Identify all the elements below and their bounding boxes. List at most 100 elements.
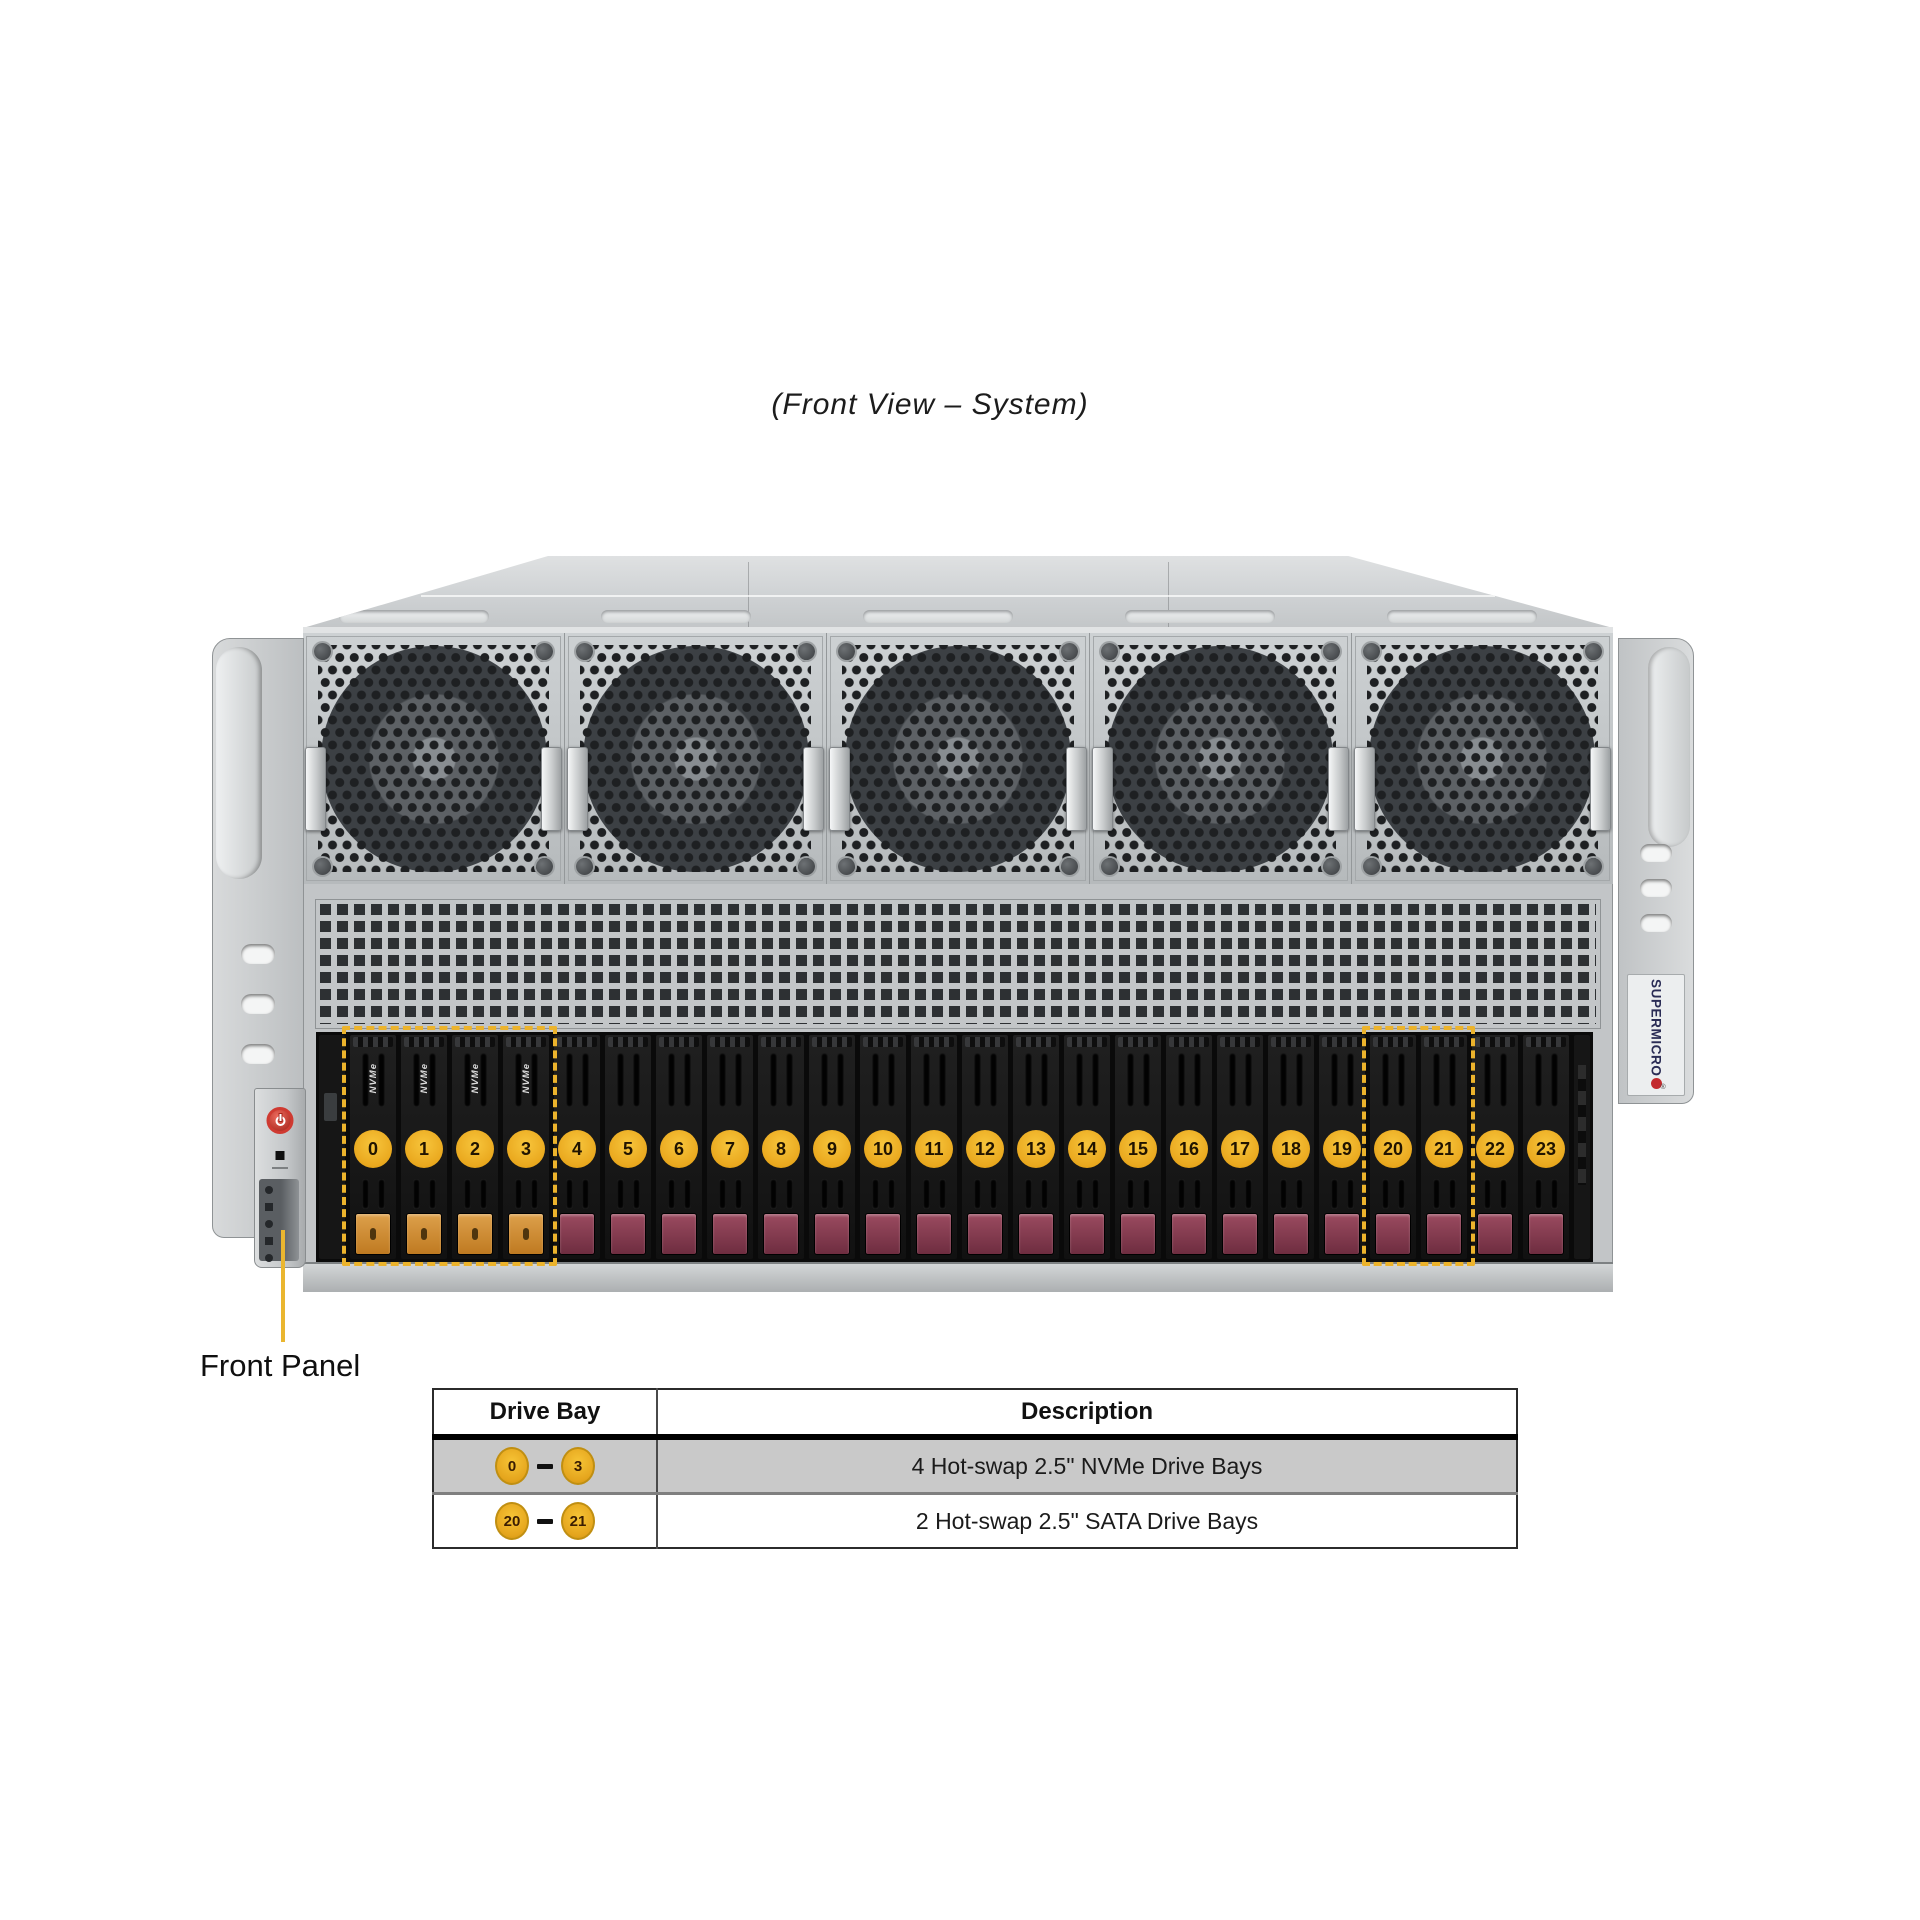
drive-bay-number-badge: 1	[405, 1130, 443, 1168]
drive-bay-number-badge: 8	[762, 1130, 800, 1168]
vent-slot	[377, 1179, 385, 1209]
vent-slot	[820, 1179, 828, 1209]
drive-bay-cap	[1373, 1037, 1413, 1047]
led-icon	[265, 1203, 273, 1211]
drive-bay-latch[interactable]	[814, 1213, 850, 1255]
reset-button[interactable]	[275, 1151, 285, 1160]
drive-bay-latch[interactable]	[1324, 1213, 1360, 1255]
power-button[interactable]	[266, 1107, 294, 1134]
drive-bay-vent-slots	[350, 1053, 396, 1107]
vent-slot	[769, 1053, 777, 1107]
vent-slot	[1397, 1179, 1405, 1209]
vent-slot	[581, 1179, 589, 1209]
vent-slot	[1432, 1053, 1440, 1107]
vent-slot	[514, 1179, 522, 1209]
drive-bay-vent-slots	[1370, 1053, 1416, 1107]
fan-module	[303, 633, 566, 884]
drive-bay-latch[interactable]	[1018, 1213, 1054, 1255]
drive-bay-vent-slots	[758, 1053, 804, 1107]
screw-icon	[798, 643, 816, 660]
vent-slot	[1075, 1179, 1083, 1209]
page-title: (Front View – System)	[771, 388, 1089, 421]
drive-bay-cap	[914, 1037, 954, 1047]
drive-bay-latch[interactable]	[1273, 1213, 1309, 1255]
vent-slot	[428, 1053, 436, 1107]
drive-bay-cap	[1016, 1037, 1056, 1047]
drive-bay: 12	[962, 1035, 1008, 1259]
drive-bay-latch[interactable]	[559, 1213, 595, 1255]
drive-bay-vent-slots	[656, 1179, 702, 1209]
drive-bay-latch[interactable]	[610, 1213, 646, 1255]
vent-slot	[1228, 1179, 1236, 1209]
drive-bay-latch[interactable]	[1171, 1213, 1207, 1255]
drive-bay-latch[interactable]	[865, 1213, 901, 1255]
drive-bay-latch[interactable]	[712, 1213, 748, 1255]
drive-bay-latch[interactable]	[355, 1213, 391, 1255]
vent-slot	[1330, 1053, 1338, 1107]
vent-slot	[718, 1179, 726, 1209]
drive-bay: 22	[1472, 1035, 1518, 1259]
drive-bay-latch[interactable]	[1120, 1213, 1156, 1255]
vent-slot	[836, 1179, 844, 1209]
drive-bay-vent-slots	[1013, 1053, 1059, 1107]
vent-slot	[1244, 1053, 1252, 1107]
drive-bay-latch[interactable]	[1477, 1213, 1513, 1255]
drive-bay-vent-slots	[401, 1179, 447, 1209]
drive-bay-latch[interactable]	[661, 1213, 697, 1255]
drive-bay-latch[interactable]	[1426, 1213, 1462, 1255]
fan-hex-mesh	[842, 645, 1074, 872]
drive-bay-cap	[557, 1037, 597, 1047]
drive-bay-latch[interactable]	[967, 1213, 1003, 1255]
screw-icon	[314, 643, 331, 660]
drive-bay-latch[interactable]	[1528, 1213, 1564, 1255]
supermicro-logo: SUPERMICRO ®	[1627, 974, 1685, 1096]
led-icon	[265, 1254, 273, 1262]
drive-bay-cap	[1271, 1037, 1311, 1047]
brand-name: SUPERMICRO	[1648, 979, 1664, 1077]
screw-icon	[576, 858, 594, 875]
vent-slot	[514, 1053, 522, 1107]
drive-bay: 15	[1115, 1035, 1161, 1259]
vent-slot	[938, 1179, 946, 1209]
screw-icon	[536, 858, 554, 875]
drive-bay-vent-slots	[401, 1053, 447, 1107]
vent-slot	[1228, 1053, 1236, 1107]
screw-icon	[838, 858, 856, 875]
drive-bay-vent-slots	[1268, 1053, 1314, 1107]
drive-bay-latch[interactable]	[1375, 1213, 1411, 1255]
drive-bay-cap	[1220, 1037, 1260, 1047]
power-icon	[275, 1115, 285, 1126]
drive-bay-vent-slots	[1064, 1179, 1110, 1209]
drive-bay-latch[interactable]	[508, 1213, 544, 1255]
nvme-marking-text: NVMe	[367, 1062, 379, 1094]
chassis-bottom-rail	[303, 1262, 1613, 1292]
vent-slot	[989, 1053, 997, 1107]
drive-bay-latch[interactable]	[1069, 1213, 1105, 1255]
drive-bay-vent-slots	[1064, 1053, 1110, 1107]
drive-bay-cap	[1424, 1037, 1464, 1047]
reset-label	[272, 1167, 288, 1169]
vent-slot	[361, 1179, 369, 1209]
vent-slot	[1330, 1179, 1338, 1209]
vent-grille	[315, 899, 1601, 1029]
drive-bay-latch[interactable]	[916, 1213, 952, 1255]
drive-bay-latch[interactable]	[406, 1213, 442, 1255]
fan-hex-mesh	[1104, 645, 1336, 872]
drive-bay-latch[interactable]	[763, 1213, 799, 1255]
vent-slot	[1432, 1179, 1440, 1209]
drive-bay-latch[interactable]	[1222, 1213, 1258, 1255]
drive-bay-latch[interactable]	[457, 1213, 493, 1255]
vent-slot	[836, 1053, 844, 1107]
screw-icon	[1362, 858, 1380, 875]
vent-slot	[1024, 1179, 1032, 1209]
vent-slot	[1142, 1053, 1150, 1107]
drive-bay-vent-slots	[911, 1179, 957, 1209]
nvme-marking: NVMe	[350, 1049, 396, 1107]
lid-grip-slot	[601, 610, 751, 623]
vent-slot	[1193, 1179, 1201, 1209]
drive-bay-vent-slots	[860, 1179, 906, 1209]
drive-bay-vent-slots	[1115, 1179, 1161, 1209]
vent-slot	[1295, 1053, 1303, 1107]
